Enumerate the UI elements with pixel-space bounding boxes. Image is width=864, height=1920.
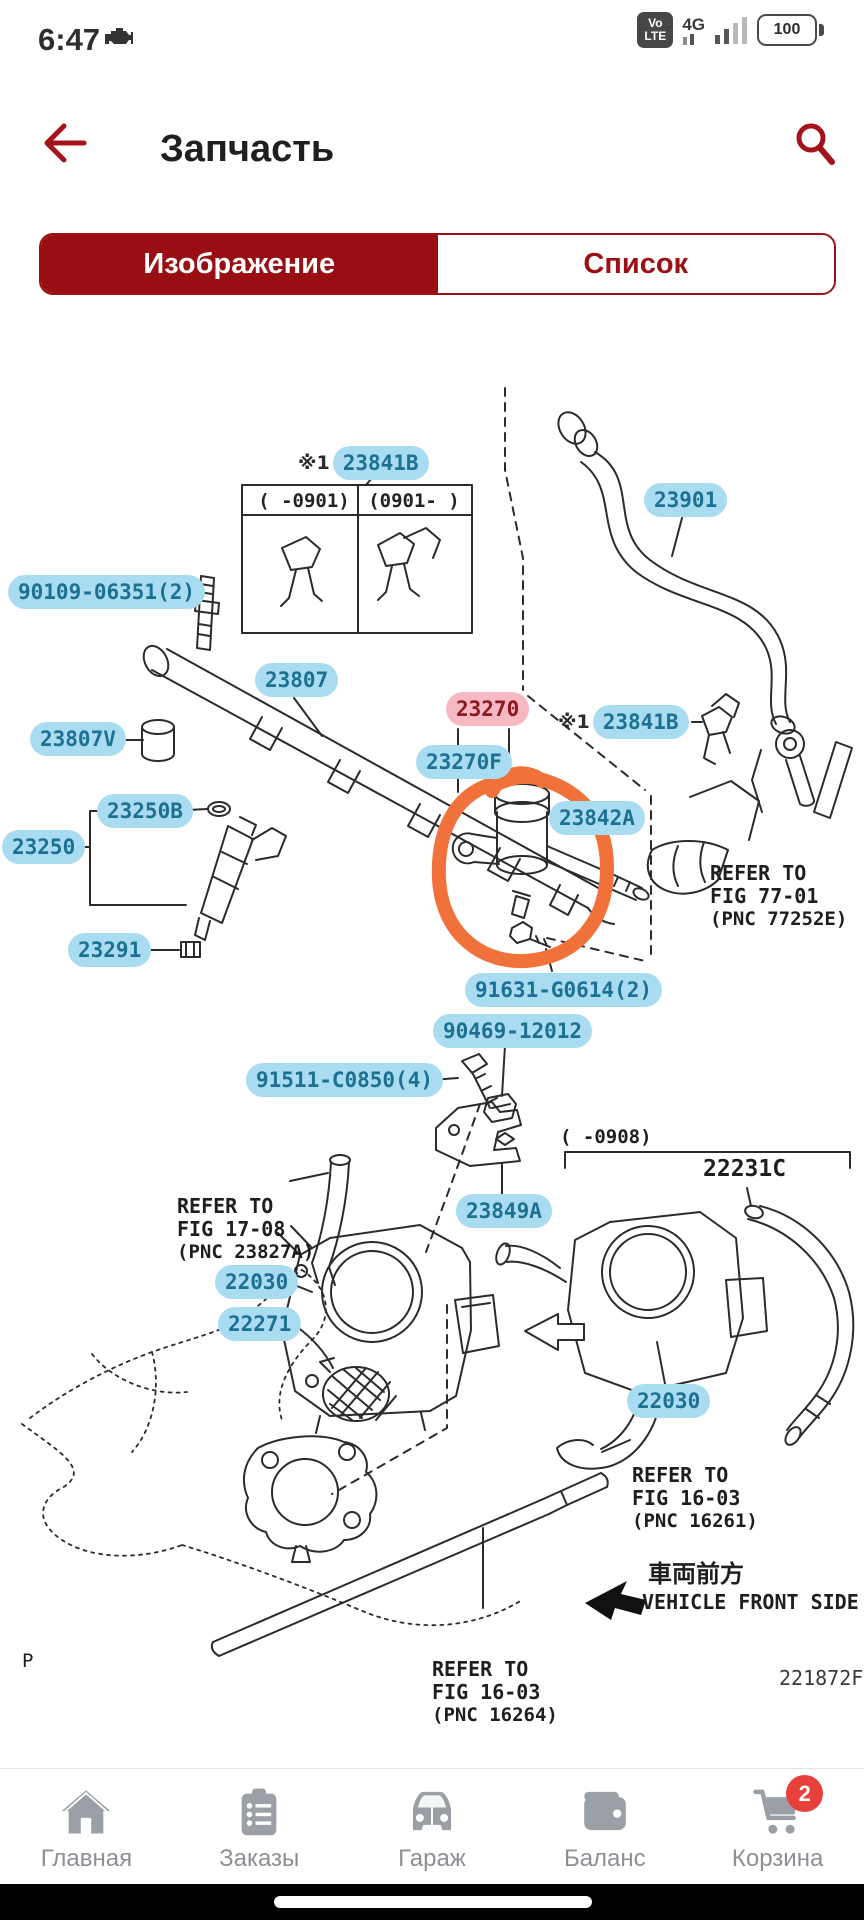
figure-code: 221872F <box>779 1666 864 1690</box>
garage-icon <box>412 1791 452 1831</box>
home-icon <box>62 1790 111 1834</box>
tab-list[interactable]: Список <box>437 235 834 293</box>
part-label-23291[interactable]: 23291 <box>68 933 152 967</box>
page-marker: P <box>22 1650 34 1672</box>
tab-image[interactable]: Изображение <box>41 235 438 293</box>
part-label-23250b[interactable]: 23250B <box>97 794 193 828</box>
part-label-22030-left[interactable]: 22030 <box>215 1265 299 1299</box>
date-range-mid: ( -0908) <box>560 1126 652 1148</box>
back-button[interactable] <box>42 122 88 169</box>
part-label-23270f[interactable]: 23270F <box>416 745 512 779</box>
part-label-22271[interactable]: 22271 <box>218 1307 302 1341</box>
part-label-23250[interactable]: 23250 <box>2 830 86 864</box>
part-label-23807v[interactable]: 23807V <box>30 722 126 756</box>
orders-icon <box>241 1788 277 1836</box>
part-label-23841b-right[interactable]: ※1 23841B <box>558 705 689 739</box>
cart-badge: 2 <box>786 1775 824 1812</box>
nav-home[interactable]: Главная <box>0 1769 173 1885</box>
part-label-91631[interactable]: 91631-G0614(2) <box>465 973 663 1007</box>
network-type-indicator: 4G <box>682 16 705 45</box>
home-indicator[interactable] <box>274 1896 592 1908</box>
balance-icon <box>583 1791 626 1831</box>
nav-cart[interactable]: 2 Корзина <box>691 1769 864 1885</box>
date-range-left: ( -0901) <box>258 490 350 512</box>
part-label-23807[interactable]: 23807 <box>255 663 339 697</box>
battery-icon: 100 <box>757 14 824 46</box>
part-label-91511[interactable]: 91511-C0850(4) <box>246 1063 444 1097</box>
clock: 6:47 <box>38 22 101 57</box>
vehicle-front-label-en: VEHICLE FRONT SIDE <box>642 1590 859 1614</box>
vehicle-front-label-jp: 車両前方 <box>648 1560 744 1588</box>
nav-garage[interactable]: Гараж <box>346 1769 519 1885</box>
nav-orders[interactable]: Заказы <box>173 1769 346 1885</box>
part-label-90469[interactable]: 90469-12012 <box>433 1014 593 1048</box>
bottom-navigation: Главная Заказы Гараж <box>0 1768 864 1885</box>
nav-balance[interactable]: Баланс <box>518 1769 691 1885</box>
engine-notification-icon <box>103 26 133 55</box>
part-label-22030-right[interactable]: 22030 <box>627 1384 711 1418</box>
part-label-23841b-top[interactable]: ※1 23841B <box>298 446 429 480</box>
view-toggle: Изображение Список <box>39 233 836 295</box>
note-marker: ※1 <box>298 452 330 474</box>
search-icon[interactable] <box>792 120 836 171</box>
part-label-23842a[interactable]: 23842A <box>549 801 645 835</box>
part-label-23849a[interactable]: 23849A <box>456 1194 552 1228</box>
part-label-23901[interactable]: 23901 <box>644 483 728 517</box>
signal-strength-icon <box>715 17 747 44</box>
part-label-90109[interactable]: 90109-06351(2) <box>8 575 206 609</box>
part-label-23270-highlighted[interactable]: 23270 <box>446 692 530 726</box>
date-range-right: (0901- ) <box>368 490 460 512</box>
page-title: Запчасть <box>160 128 335 170</box>
note-marker: ※1 <box>558 711 590 733</box>
part-label-22231c: 22231C <box>703 1156 787 1182</box>
